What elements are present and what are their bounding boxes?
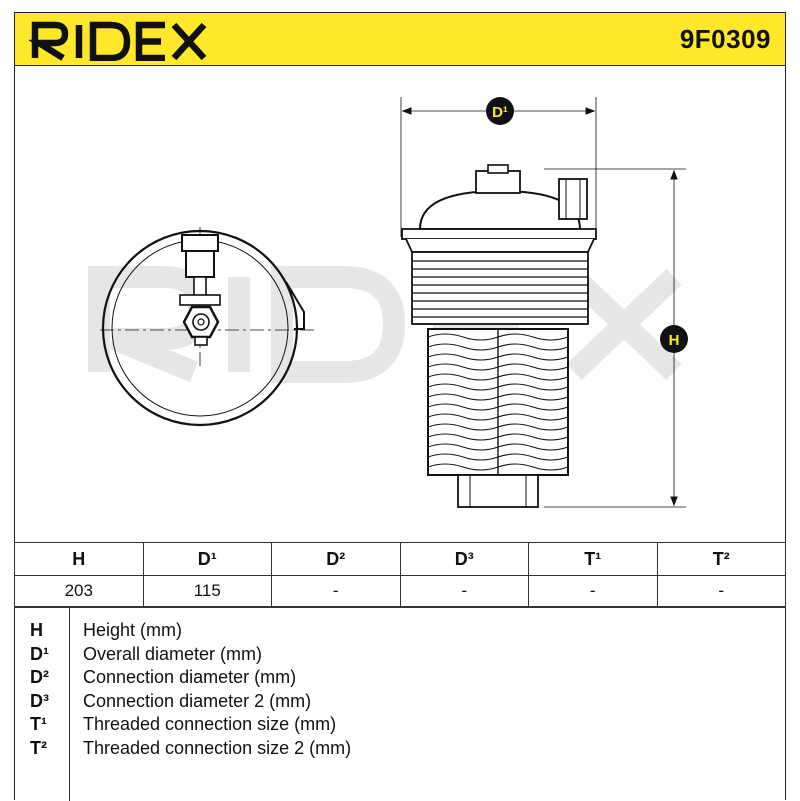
filter-top-view bbox=[100, 227, 314, 427]
content-frame bbox=[14, 66, 786, 800]
legend-key: T² bbox=[30, 738, 47, 758]
dimension-d1 bbox=[400, 97, 597, 237]
legend-item: T¹ Threaded connection size (mm) bbox=[14, 714, 786, 738]
dimension-h bbox=[544, 168, 688, 508]
d1-label: D¹ bbox=[492, 104, 508, 121]
spec-value-d1: 115 bbox=[142, 575, 272, 607]
legend-text: Connection diameter 2 (mm) bbox=[83, 691, 312, 711]
spec-value-t1: - bbox=[528, 575, 658, 607]
legend-item: D³ Connection diameter 2 (mm) bbox=[14, 691, 786, 715]
spec-header-d1: D¹ bbox=[142, 542, 272, 576]
spec-header-t1: T¹ bbox=[528, 542, 658, 576]
legend-text: Height (mm) bbox=[83, 620, 183, 640]
legend-key: D³ bbox=[30, 691, 49, 711]
ridex-logo-icon bbox=[27, 21, 207, 62]
legend-item: H Height (mm) bbox=[14, 620, 786, 644]
technical-drawing: D¹ H bbox=[14, 67, 786, 543]
header-band: 9F0309 bbox=[14, 12, 786, 66]
spec-value-h: 203 bbox=[14, 575, 144, 607]
spec-header-d3: D³ bbox=[399, 542, 529, 576]
spec-header-t2: T² bbox=[656, 542, 786, 576]
brand-logo bbox=[27, 19, 209, 66]
legend: H Height (mm) D¹ Overall diameter (mm) D… bbox=[14, 607, 786, 801]
specs-header-row: H D¹ D² D³ T¹ T² bbox=[14, 542, 786, 576]
spec-value-d2: - bbox=[271, 575, 401, 607]
specs-value-row: 203 115 - - - - bbox=[14, 575, 786, 607]
legend-key: H bbox=[30, 620, 43, 640]
spec-header-d2: D² bbox=[271, 542, 401, 576]
legend-text: Threaded connection size (mm) bbox=[83, 714, 337, 734]
legend-divider bbox=[69, 608, 70, 801]
legend-text: Connection diameter (mm) bbox=[83, 667, 297, 687]
legend-text: Overall diameter (mm) bbox=[83, 644, 263, 664]
spec-value-d3: - bbox=[399, 575, 529, 607]
legend-key: D¹ bbox=[30, 644, 49, 664]
spec-header-h: H bbox=[14, 542, 144, 576]
filter-side-view bbox=[401, 164, 597, 508]
legend-key: D² bbox=[30, 667, 49, 687]
legend-text: Threaded connection size 2 (mm) bbox=[83, 738, 352, 758]
legend-item: D² Connection diameter (mm) bbox=[14, 667, 786, 691]
part-number: 9F0309 bbox=[679, 24, 771, 54]
legend-key: T¹ bbox=[30, 714, 47, 734]
specs-table: H D¹ D² D³ T¹ T² 203 115 - - - - bbox=[14, 542, 786, 607]
legend-item: T² Threaded connection size 2 (mm) bbox=[14, 738, 786, 762]
h-label: H bbox=[669, 332, 680, 349]
legend-item: D¹ Overall diameter (mm) bbox=[14, 644, 786, 668]
spec-value-t2: - bbox=[656, 575, 786, 607]
